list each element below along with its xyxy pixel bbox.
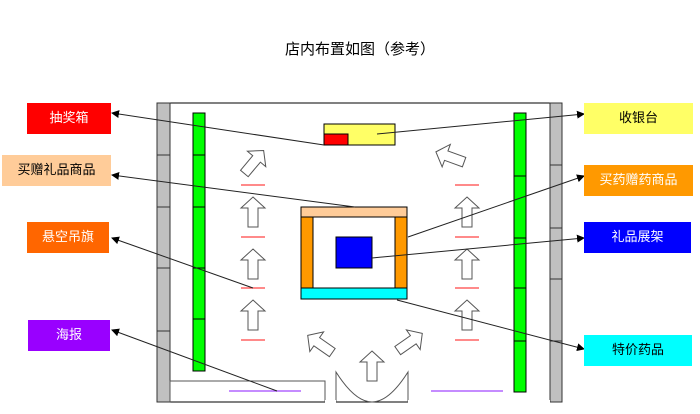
label-checkout: 收银台 [584, 103, 693, 134]
lottery-box [323, 133, 349, 146]
gift-display-stand [335, 236, 373, 269]
left-green-shelves [192, 112, 206, 372]
drug-promo-shelf-right [394, 216, 408, 289]
label-poster: 海报 [28, 320, 110, 351]
left-wall-shelves [156, 102, 171, 403]
right-wall-shelves [549, 102, 563, 403]
label-special-drugs: 特价药品 [584, 335, 692, 366]
label-gift-shelf: 礼品展架 [584, 222, 691, 253]
label-lottery-box: 抽奖箱 [27, 103, 111, 134]
right-green-shelves [513, 112, 527, 393]
hanging-flags [241, 184, 479, 341]
label-hanging-flag: 悬空吊旗 [27, 222, 109, 253]
special-drugs-shelf [300, 287, 408, 300]
drug-promo-shelf-left [300, 216, 314, 289]
label-gift-promo: 买赠礼品商品 [2, 155, 111, 186]
gift-promo-shelf [300, 206, 408, 218]
diagram-title: 店内布置如图（参考） [284, 40, 435, 58]
leader-lines [111, 110, 585, 392]
entrance-door [335, 370, 409, 403]
label-drug-promo: 买药赠药商品 [584, 165, 693, 196]
bottom-counter [169, 380, 326, 402]
